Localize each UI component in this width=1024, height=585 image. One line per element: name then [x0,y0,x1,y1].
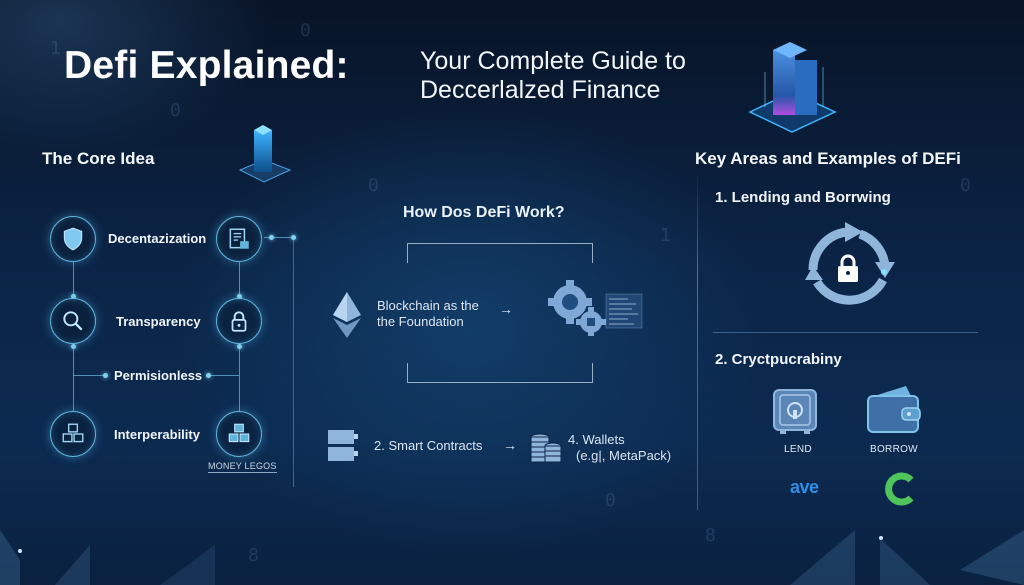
connector [264,237,294,238]
shield-icon [63,227,83,251]
decor-digit: 0 [170,100,181,121]
magnifier-icon [63,311,83,331]
decor-digit: 0 [605,490,616,511]
decor-digit: 1 [660,225,671,246]
document-circle [216,216,262,262]
how-defi-works-heading: How Dos DeFi Work? [403,204,565,221]
core-item-label: Interperability [114,427,200,442]
lock-icon [231,311,247,332]
smart-contracts-label: 2. Smart Contracts [374,438,483,453]
connector [239,262,240,298]
connector [293,237,294,487]
step1-line2: the Foundation [377,314,464,329]
bracket-top [407,243,593,263]
subtitle-line-2: Deccerlalzed Finance [420,76,661,104]
key-areas-heading: Key Areas and Examples of DEFi [695,149,961,168]
decor-digit: 8 [705,525,716,546]
interoperability-circle [50,411,96,457]
arrow-icon: → [503,437,517,453]
aave-logo: ave [790,477,819,497]
compound-c-icon [885,472,914,506]
transparency-circle [50,298,96,344]
decor-bottom-shapes [0,530,1024,585]
core-item-label: Permisionless [114,368,203,383]
blocks-icon [62,423,84,443]
connector-dot [206,373,211,378]
decor-digit: 8 [248,545,259,566]
crypto-heading: 2. Cryctpucrabiny [715,351,842,368]
decentralization-circle [50,216,96,262]
step4-line1: 4. Wallets [568,432,625,447]
connector [73,345,74,411]
money-legos-label: MONEY LEGOS [208,461,277,473]
borrow-label: BORROW [870,444,918,455]
lock-circle [216,298,262,344]
arrow-icon: → [499,301,513,317]
connector [239,345,240,411]
blockchain-foundation-text: Blockchain as the the Foundation [377,298,479,330]
connector-dot [291,235,296,240]
connector [73,262,74,298]
decor-digit: 0 [300,20,311,41]
core-idea-heading: The Core Idea [42,149,155,168]
glowing-building-icon [748,42,837,133]
decor-digit: 0 [960,175,971,196]
step4-line2: (e.g|, MetaPack) [576,448,672,463]
wallets-label: 4. Wallets (e.g|, MetaPack) [568,432,671,464]
connector-dot [71,344,76,349]
connector-dot [269,235,274,240]
connector-dot [103,373,108,378]
page-subtitle: Your Complete Guide to Deccerlalzed Fina… [420,47,686,105]
decor-digit: 1 [50,38,61,59]
step1-line1: Blockchain as the [377,298,479,313]
cycle-lock-icon [805,222,895,305]
safe-icon [773,389,817,434]
coin-stacks-icon [530,433,562,463]
subtitle-line-1: Your Complete Guide to [420,47,686,75]
connector-dot [71,294,76,299]
money-legos-circle [216,411,262,457]
connector-dot [237,344,242,349]
blocks-icon [228,423,250,443]
page-title: Defi Explained: [64,44,349,87]
bracket-bottom [407,363,593,383]
section-divider [713,332,978,333]
document-icon [229,228,249,249]
connector-dot [237,294,242,299]
stacked-blocks-icon [328,430,358,461]
core-item-label: Transparency [116,314,201,329]
connector [73,375,103,376]
glowing-tower-icon [238,125,292,183]
core-item-label: Decentazization [108,231,207,246]
gears-icon [548,280,643,336]
lend-label: LEND [784,444,812,455]
right-panel-divider [697,170,698,510]
lending-borrowing-heading: 1. Lending and Borrwing [715,189,891,206]
ethereum-icon [333,292,361,338]
wallet-icon [867,386,921,433]
decor-digit: 0 [368,175,379,196]
connector [208,375,239,376]
